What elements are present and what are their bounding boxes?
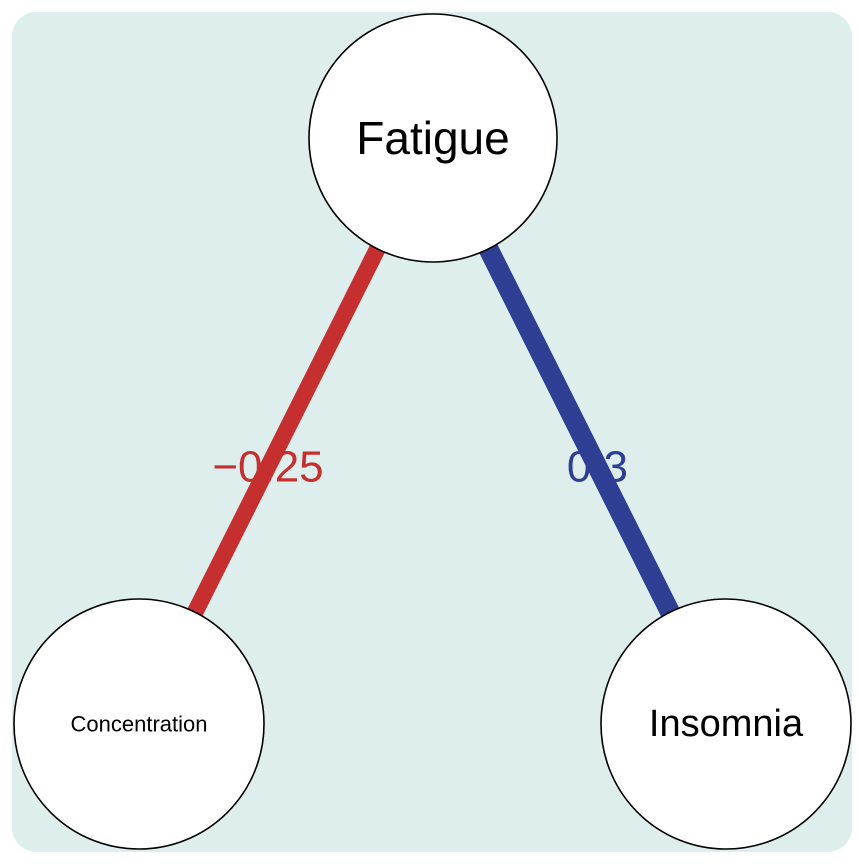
edge-fatigue-insomnia [479, 244, 680, 617]
edge-labels-layer: −0.25 0.3 [212, 442, 628, 491]
node-circle-insomnia [600, 598, 852, 850]
node-label-insomnia: Insomnia [649, 703, 804, 745]
node-insomnia: Insomnia [600, 598, 852, 850]
node-concentration: Concentration [13, 598, 265, 850]
edges-layer [187, 244, 680, 617]
node-fatigue: Fatigue [308, 13, 558, 263]
node-circle-fatigue [308, 13, 558, 263]
node-label-concentration: Concentration [71, 712, 208, 737]
node-label-fatigue: Fatigue [356, 112, 509, 164]
edge-fatigue-concentration [187, 245, 385, 617]
edge-label-fatigue-concentration: −0.25 [212, 442, 323, 491]
node-circle-concentration [13, 598, 265, 850]
edge-label-fatigue-insomnia: 0.3 [567, 442, 628, 491]
